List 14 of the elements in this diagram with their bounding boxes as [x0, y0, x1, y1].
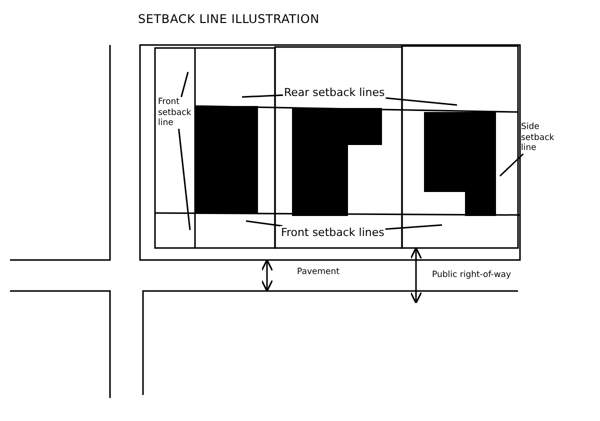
leader-line	[499, 153, 524, 177]
leader-line	[385, 224, 442, 230]
callout-text: Rear setback lines	[284, 86, 385, 100]
callout-text: Front setback lines	[281, 226, 384, 240]
leader-line	[180, 72, 189, 98]
dimension-label: Pavement	[297, 267, 340, 277]
leader-line	[246, 220, 283, 227]
dimension-label: Public right-of-way	[432, 270, 512, 280]
leader-line	[242, 94, 284, 98]
leader-line	[178, 128, 191, 230]
diagram-title: SETBACK LINE ILLUSTRATION	[138, 12, 320, 26]
leader-line	[386, 97, 458, 106]
callout-text: Front setback line	[158, 97, 192, 129]
callout-text: Side setback line	[521, 122, 556, 154]
